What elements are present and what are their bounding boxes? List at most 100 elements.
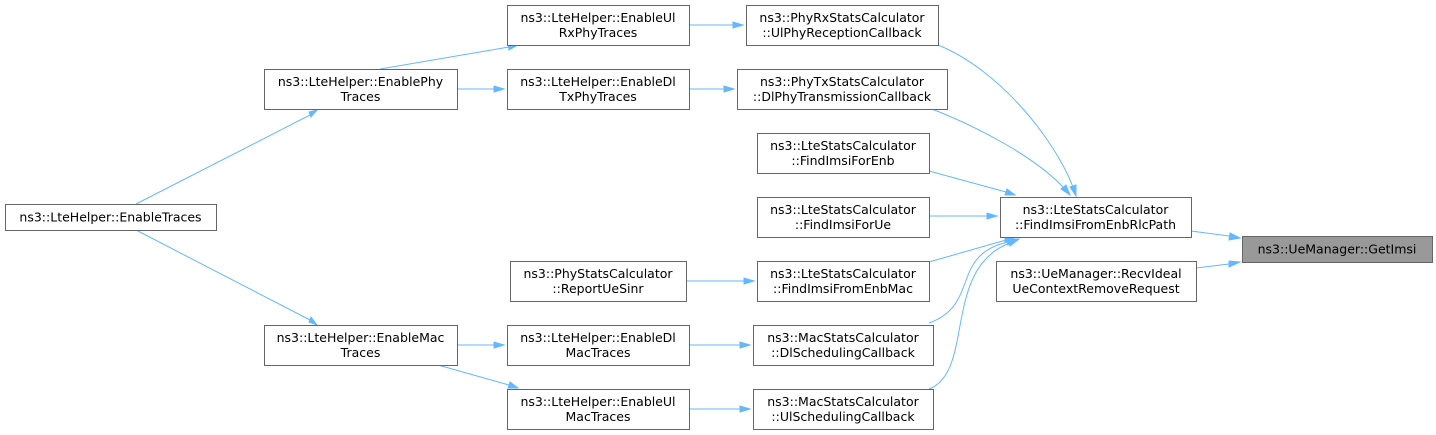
node-label: ns3::LteStatsCalculator xyxy=(1023,202,1170,217)
node-label: ns3::UeManager::RecvIdeal xyxy=(1010,266,1181,281)
edge-arrowhead xyxy=(308,109,319,118)
node-box xyxy=(1242,236,1433,263)
node-label: ns3::LteHelper::EnableDl xyxy=(520,330,676,345)
edge-arrowhead xyxy=(1228,232,1242,241)
node-label: ns3::MacStatsCalculator xyxy=(767,394,919,409)
node-box[interactable] xyxy=(737,69,948,110)
edge-line xyxy=(437,364,510,386)
node-findImsiFromEnbRlcPath[interactable]: ns3::LteStatsCalculator::FindImsiFromEnb… xyxy=(1000,197,1192,238)
edge-enableUlMacTraces-to-ulSchedulingCallback xyxy=(689,405,752,413)
node-label: Traces xyxy=(340,89,381,104)
node-reportUeSinr[interactable]: ns3::PhyStatsCalculator::ReportUeSinr xyxy=(510,261,687,302)
node-label: ns3::UeManager::GetImsi xyxy=(1258,242,1417,257)
node-label: ns3::PhyTxStatsCalculator xyxy=(760,74,925,89)
node-box[interactable] xyxy=(507,389,690,430)
edge-findImsiForEnb-to-findImsiFromEnbRlcPath xyxy=(928,170,1017,196)
edge-arrowhead xyxy=(986,212,999,220)
edge-line xyxy=(135,114,311,205)
node-box[interactable] xyxy=(757,197,930,238)
node-label: ns3::PhyRxStatsCalculator xyxy=(759,10,925,25)
node-ulPhyReceptionCallback[interactable]: ns3::PhyRxStatsCalculator::UlPhyReceptio… xyxy=(746,5,939,46)
node-box[interactable] xyxy=(507,5,690,46)
node-dlPhyTransmissionCallback[interactable]: ns3::PhyTxStatsCalculator::DlPhyTransmis… xyxy=(737,69,948,110)
node-findImsiForUe[interactable]: ns3::LteStatsCalculator::FindImsiForUe xyxy=(757,197,930,238)
node-enableTraces[interactable]: ns3::LteHelper::EnableTraces xyxy=(5,204,217,231)
edge-recvIdealUeContextRemove-to-ueGetImsi xyxy=(1195,260,1242,269)
edge-enableDlMacTraces-to-dlSchedulingCallback xyxy=(689,341,752,349)
edge-arrowhead xyxy=(743,277,756,285)
node-label: ns3::LteHelper::EnableDl xyxy=(520,74,676,89)
edge-enableUlRxPhyTraces-to-ulPhyReceptionCallback xyxy=(689,21,745,29)
edge-arrowhead xyxy=(507,381,520,389)
node-findImsiFromEnbMac[interactable]: ns3::LteStatsCalculator::FindImsiFromEnb… xyxy=(757,261,930,302)
node-label: ns3::MacStatsCalculator xyxy=(767,330,919,345)
node-box[interactable] xyxy=(507,325,690,366)
node-ulSchedulingCallback[interactable]: ns3::MacStatsCalculator::UlSchedulingCal… xyxy=(753,389,934,430)
edge-arrowhead xyxy=(493,85,506,93)
edge-line xyxy=(1190,230,1230,237)
node-box[interactable] xyxy=(757,261,930,302)
edge-line xyxy=(379,46,510,70)
node-box[interactable] xyxy=(996,261,1197,302)
node-label: ::UlPhyReceptionCallback xyxy=(762,25,922,40)
node-ueGetImsi: ns3::UeManager::GetImsi xyxy=(1242,236,1433,263)
node-label: ns3::LteHelper::EnableMac xyxy=(277,330,445,345)
node-label: ::FindImsiFromEnbRlcPath xyxy=(1015,217,1176,232)
edge-line xyxy=(928,170,1007,193)
edge-arrowhead xyxy=(1004,188,1017,196)
node-box[interactable] xyxy=(507,69,690,110)
node-recvIdealUeContextRemove[interactable]: ns3::UeManager::RecvIdealUeContextRemove… xyxy=(996,261,1197,302)
edge-enablePhyTraces-to-enableDlTxPhyTraces xyxy=(457,85,506,93)
node-label: ::ReportUeSinr xyxy=(552,281,644,296)
edge-enableDlTxPhyTraces-to-dlPhyTransmissionCallback xyxy=(689,85,736,93)
node-label: ::FindImsiForUe xyxy=(795,217,892,232)
edge-enableMacTraces-to-enableDlMacTraces xyxy=(457,341,506,349)
node-box[interactable] xyxy=(757,133,930,174)
node-box[interactable] xyxy=(753,325,934,366)
node-label: MacTraces xyxy=(566,409,631,424)
node-label: ::FindImsiFromEnbMac xyxy=(773,281,913,296)
edge-arrowhead xyxy=(1060,184,1072,197)
edge-arrowhead xyxy=(723,85,736,93)
node-box[interactable] xyxy=(746,5,939,46)
node-findImsiForEnb[interactable]: ns3::LteStatsCalculator::FindImsiForEnb xyxy=(757,133,930,174)
edge-ulPhyReceptionCallback-to-findImsiFromEnbRlcPath xyxy=(937,44,1077,198)
node-label: RxPhyTraces xyxy=(559,25,638,40)
node-label: ::DlPhyTransmissionCallback xyxy=(753,89,932,104)
nodes-layer: ns3::UeManager::GetImsins3::LteStatsCalc… xyxy=(5,5,1433,430)
node-label: UeContextRemoveRequest xyxy=(1012,281,1179,296)
edge-line xyxy=(928,239,1007,263)
node-label: ::FindImsiForEnb xyxy=(791,153,894,168)
edge-enableMacTraces-to-enableUlMacTraces xyxy=(437,364,520,389)
edge-arrowhead xyxy=(1228,260,1242,268)
edge-findImsiForUe-to-findImsiFromEnbRlcPath xyxy=(929,212,999,220)
edge-enablePhyTraces-to-enableUlRxPhyTraces xyxy=(379,43,520,70)
edge-arrowhead xyxy=(1008,238,1021,247)
node-box[interactable] xyxy=(5,204,217,231)
node-box[interactable] xyxy=(510,261,687,302)
node-box[interactable] xyxy=(264,69,458,110)
node-label: Traces xyxy=(340,345,381,360)
edges-layer xyxy=(135,21,1242,413)
node-box[interactable] xyxy=(264,325,458,366)
node-label: ns3::LteStatsCalculator xyxy=(770,266,917,281)
edge-arrowhead xyxy=(308,315,319,327)
node-box[interactable] xyxy=(1000,197,1192,238)
node-dlSchedulingCallback[interactable]: ns3::MacStatsCalculator::DlSchedulingCal… xyxy=(753,325,934,366)
node-label: ns3::LteHelper::EnablePhy xyxy=(278,74,444,89)
edge-arrowhead xyxy=(739,341,752,349)
node-label: ns3::LteStatsCalculator xyxy=(770,138,917,153)
edge-arrowhead xyxy=(493,341,506,349)
node-label: ns3::LteStatsCalculator xyxy=(770,202,917,217)
node-box[interactable] xyxy=(753,389,934,430)
edge-reportUeSinr-to-findImsiFromEnbMac xyxy=(686,277,756,285)
edge-findImsiFromEnbRlcPath-to-ueGetImsi xyxy=(1190,230,1242,241)
edge-enableTraces-to-enableMacTraces xyxy=(135,229,319,327)
node-label: ns3::LteHelper::EnableTraces xyxy=(19,210,201,225)
